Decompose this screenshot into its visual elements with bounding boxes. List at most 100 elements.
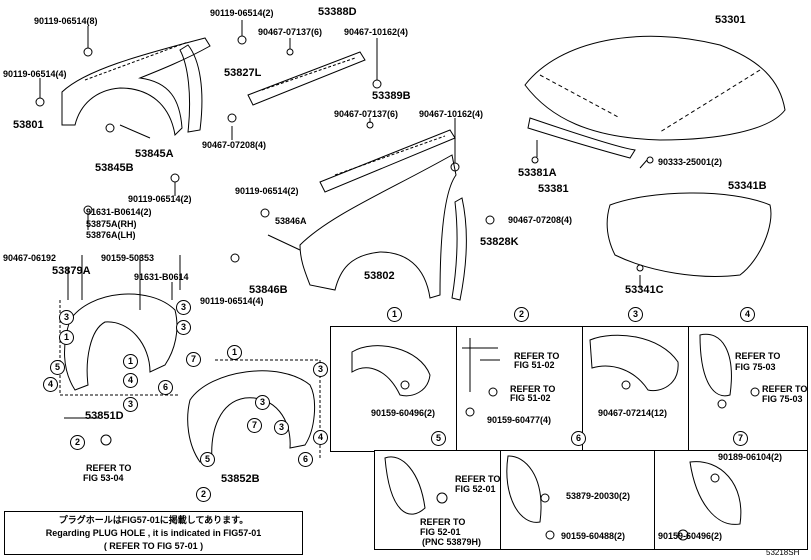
panel-number-1: 1 [387,307,402,322]
detail-panel-4 [688,326,808,452]
label-53851d: 53851D [85,410,124,422]
label-53381: 53381 [538,183,569,195]
label-53846a: 53846A [275,216,307,226]
circle-7: 7 [186,352,201,367]
label-90119-06514-4: 90119-06514(4) [3,69,67,79]
label-53827l: 53827L [224,67,262,79]
panel-number-2: 2 [514,307,529,322]
label-90467-06192: 90467-06192 [3,253,57,263]
circle-6: 6 [298,452,313,467]
label-90159-60488-2: 90159-60488(2) [561,531,626,541]
circle-5: 5 [200,452,215,467]
panel-number-5: 5 [431,431,446,446]
circle-3: 3 [255,395,270,410]
label-90467-07137-6-b: 90467-07137(6) [334,109,399,119]
fender-53802-shape [299,154,457,299]
label-53381a: 53381A [518,167,557,179]
label-53875a-rh: 53875A(RH) [86,219,137,229]
label-90119-06514-2: 90119-06514(2) [210,8,274,18]
ref-fig-75-03-a: FIG 75-03 [735,362,776,372]
label-90159-60477-4: 90159-60477(4) [487,415,552,425]
ref-label-2b: REFER TO [510,384,556,394]
circle-1: 1 [59,330,74,345]
seal-53381-shape [527,117,636,159]
ref-fig-53-04: FIG 53-04 [83,473,124,483]
ref-label-left: REFER TO [86,463,132,473]
circle-3: 3 [176,320,191,335]
label-90119-06514-4-b: 90119-06514(4) [200,296,264,306]
ref-fig-52-01-a: FIG 52-01 [455,484,496,494]
panel-number-6: 6 [571,431,586,446]
label-53389b: 53389B [372,90,411,102]
label-90467-07137-6: 90467-07137(6) [258,27,323,37]
hood-53301-shape [524,35,786,141]
circle-2: 2 [196,487,211,502]
label-90159-60496-2-b: 90159-60496(2) [658,531,723,541]
label-pnc-53879h: (PNC 53879H) [422,537,482,547]
circle-7: 7 [247,418,262,433]
label-53828k: 53828K [480,236,519,248]
label-90189-06104-2: 90189-06104(2) [718,452,783,462]
insulator-53341b-shape [606,192,772,277]
label-53852b: 53852B [221,473,260,485]
ref-label-5a: REFER TO [455,474,501,484]
ref-fig-51-02-a: FIG 51-02 [514,360,555,370]
label-53845b: 53845B [95,162,134,174]
ref-fig-75-03-b: FIG 75-03 [762,394,803,404]
circle-4: 4 [43,377,58,392]
label-53301: 53301 [715,14,746,26]
panel-number-4: 4 [740,307,755,322]
label-53879-20030-2: 53879-20030(2) [566,491,631,501]
circle-2: 2 [70,435,85,450]
ref-label-4b: REFER TO [762,384,808,394]
detail-panel-7 [654,450,808,550]
circle-5: 5 [50,360,65,375]
circle-3: 3 [176,300,191,315]
diagram-code: 53218SH [766,548,800,557]
label-53876a-lh: 53876A(LH) [86,230,136,240]
label-90467-07214-12: 90467-07214(12) [598,408,668,418]
label-90467-10162-4: 90467-10162(4) [344,27,409,37]
note-line-ref: ( REFER TO FIG 57-01 ) [103,541,204,551]
note-line-en: Regarding PLUG HOLE , it is indicated in… [45,528,262,538]
label-90467-10162-4-b: 90467-10162(4) [419,109,484,119]
ref-fig-51-02-b: FIG 51-02 [510,393,551,403]
note-line-jp: プラグホールはFIG57-01に掲載してあります。 [58,515,249,525]
label-91631-b0614: 91631-B0614 [134,272,189,282]
label-90467-07208-4: 90467-07208(4) [202,140,267,150]
fender-53801-shape [61,37,211,137]
label-90159-60496-2: 90159-60496(2) [371,408,436,418]
label-53802: 53802 [364,270,395,282]
ref-label-4a: REFER TO [735,351,781,361]
label-90467-07208-4-b: 90467-07208(4) [508,215,573,225]
label-90159-50353: 90159-50353 [101,253,155,263]
liner-53875a-shape [64,293,178,391]
label-53846b: 53846B [249,284,288,296]
label-90333-25001-2: 90333-25001(2) [658,157,723,167]
seal-53388d-shape [247,51,366,106]
circle-6: 6 [158,380,173,395]
detail-panel-5 [374,450,502,550]
circle-4: 4 [123,373,138,388]
liner-53827l-shape [179,44,203,133]
strip-53828k-shape [451,197,467,301]
label-53341b: 53341B [728,180,767,192]
label-53341c: 53341C [625,284,664,296]
circle-3: 3 [313,362,328,377]
circle-3: 3 [123,397,138,412]
plug-hole-note: プラグホールはFIG57-01に掲載してあります。 Regarding PLUG… [4,511,303,555]
detail-panel-6 [500,450,656,550]
ref-label-5b: REFER TO [420,517,466,527]
circle-3: 3 [274,420,289,435]
circle-1: 1 [123,354,138,369]
label-90119-06514-8: 90119-06514(8) [34,16,98,26]
panel-number-3: 3 [628,307,643,322]
label-90119-06514-2-b: 90119-06514(2) [128,194,192,204]
circle-3: 3 [59,310,74,325]
circle-1: 1 [227,345,242,360]
detail-panel-3 [582,326,690,452]
label-53845a: 53845A [135,148,174,160]
ref-label-2a: REFER TO [514,351,560,361]
